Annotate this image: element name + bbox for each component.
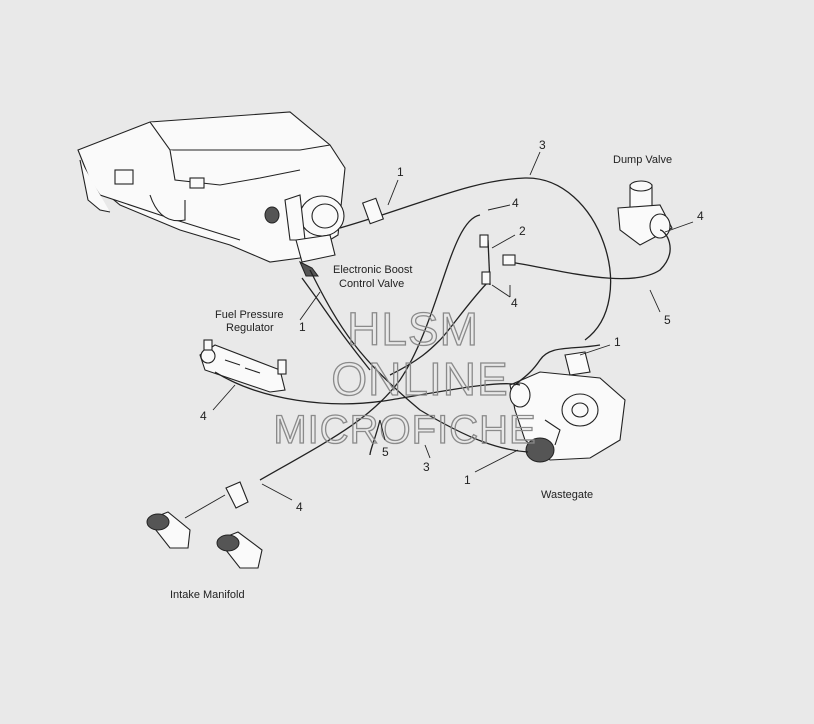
label-intake-manifold: Intake Manifold — [170, 589, 245, 601]
label-dump-valve: Dump Valve — [613, 154, 672, 166]
label-boost-valve-1: Electronic Boost — [333, 264, 412, 276]
label-fuel-regulator-1: Fuel Pressure — [215, 309, 283, 321]
callout-4-top: 4 — [512, 196, 519, 210]
callout-5-bottom: 5 — [382, 445, 389, 459]
intake-manifold-parts — [146, 481, 263, 569]
airbox-housing — [77, 111, 346, 263]
callout-numbers: 1 3 4 2 4 4 5 1 1 4 5 3 1 4 — [200, 138, 704, 514]
callout-2: 2 — [519, 224, 526, 238]
callout-1-wastegate: 1 — [614, 335, 621, 349]
wastegate-part — [509, 351, 626, 463]
dump-valve-part — [617, 180, 673, 246]
watermark-line3: MICROFICHE — [273, 408, 536, 452]
part-labels: Dump Valve Electronic Boost Control Valv… — [170, 154, 672, 601]
label-wastegate: Wastegate — [541, 489, 593, 501]
callout-1-bottom: 1 — [464, 473, 471, 487]
callout-4-mid: 4 — [511, 296, 518, 310]
vacuum-hoses — [214, 177, 671, 481]
watermark-line1: HLSM — [347, 303, 479, 355]
callout-4-bottom: 4 — [296, 500, 303, 514]
callout-1-top: 1 — [397, 165, 404, 179]
callout-4-left: 4 — [200, 409, 207, 423]
label-boost-valve-2: Control Valve — [339, 278, 404, 290]
boost-control-valve — [295, 234, 336, 277]
callout-3-top: 3 — [539, 138, 546, 152]
leader-lines — [184, 151, 694, 519]
label-fuel-regulator-2: Regulator — [226, 322, 274, 334]
callout-1-fuel: 1 — [299, 320, 306, 334]
fuel-rail — [199, 339, 287, 393]
callout-3-bottom: 3 — [423, 460, 430, 474]
watermark-line2: ONLINE — [331, 353, 508, 405]
watermark: HLSM ONLINE MICROFICHE — [273, 302, 537, 452]
callout-4-dump: 4 — [697, 209, 704, 223]
callout-5-right: 5 — [664, 313, 671, 327]
